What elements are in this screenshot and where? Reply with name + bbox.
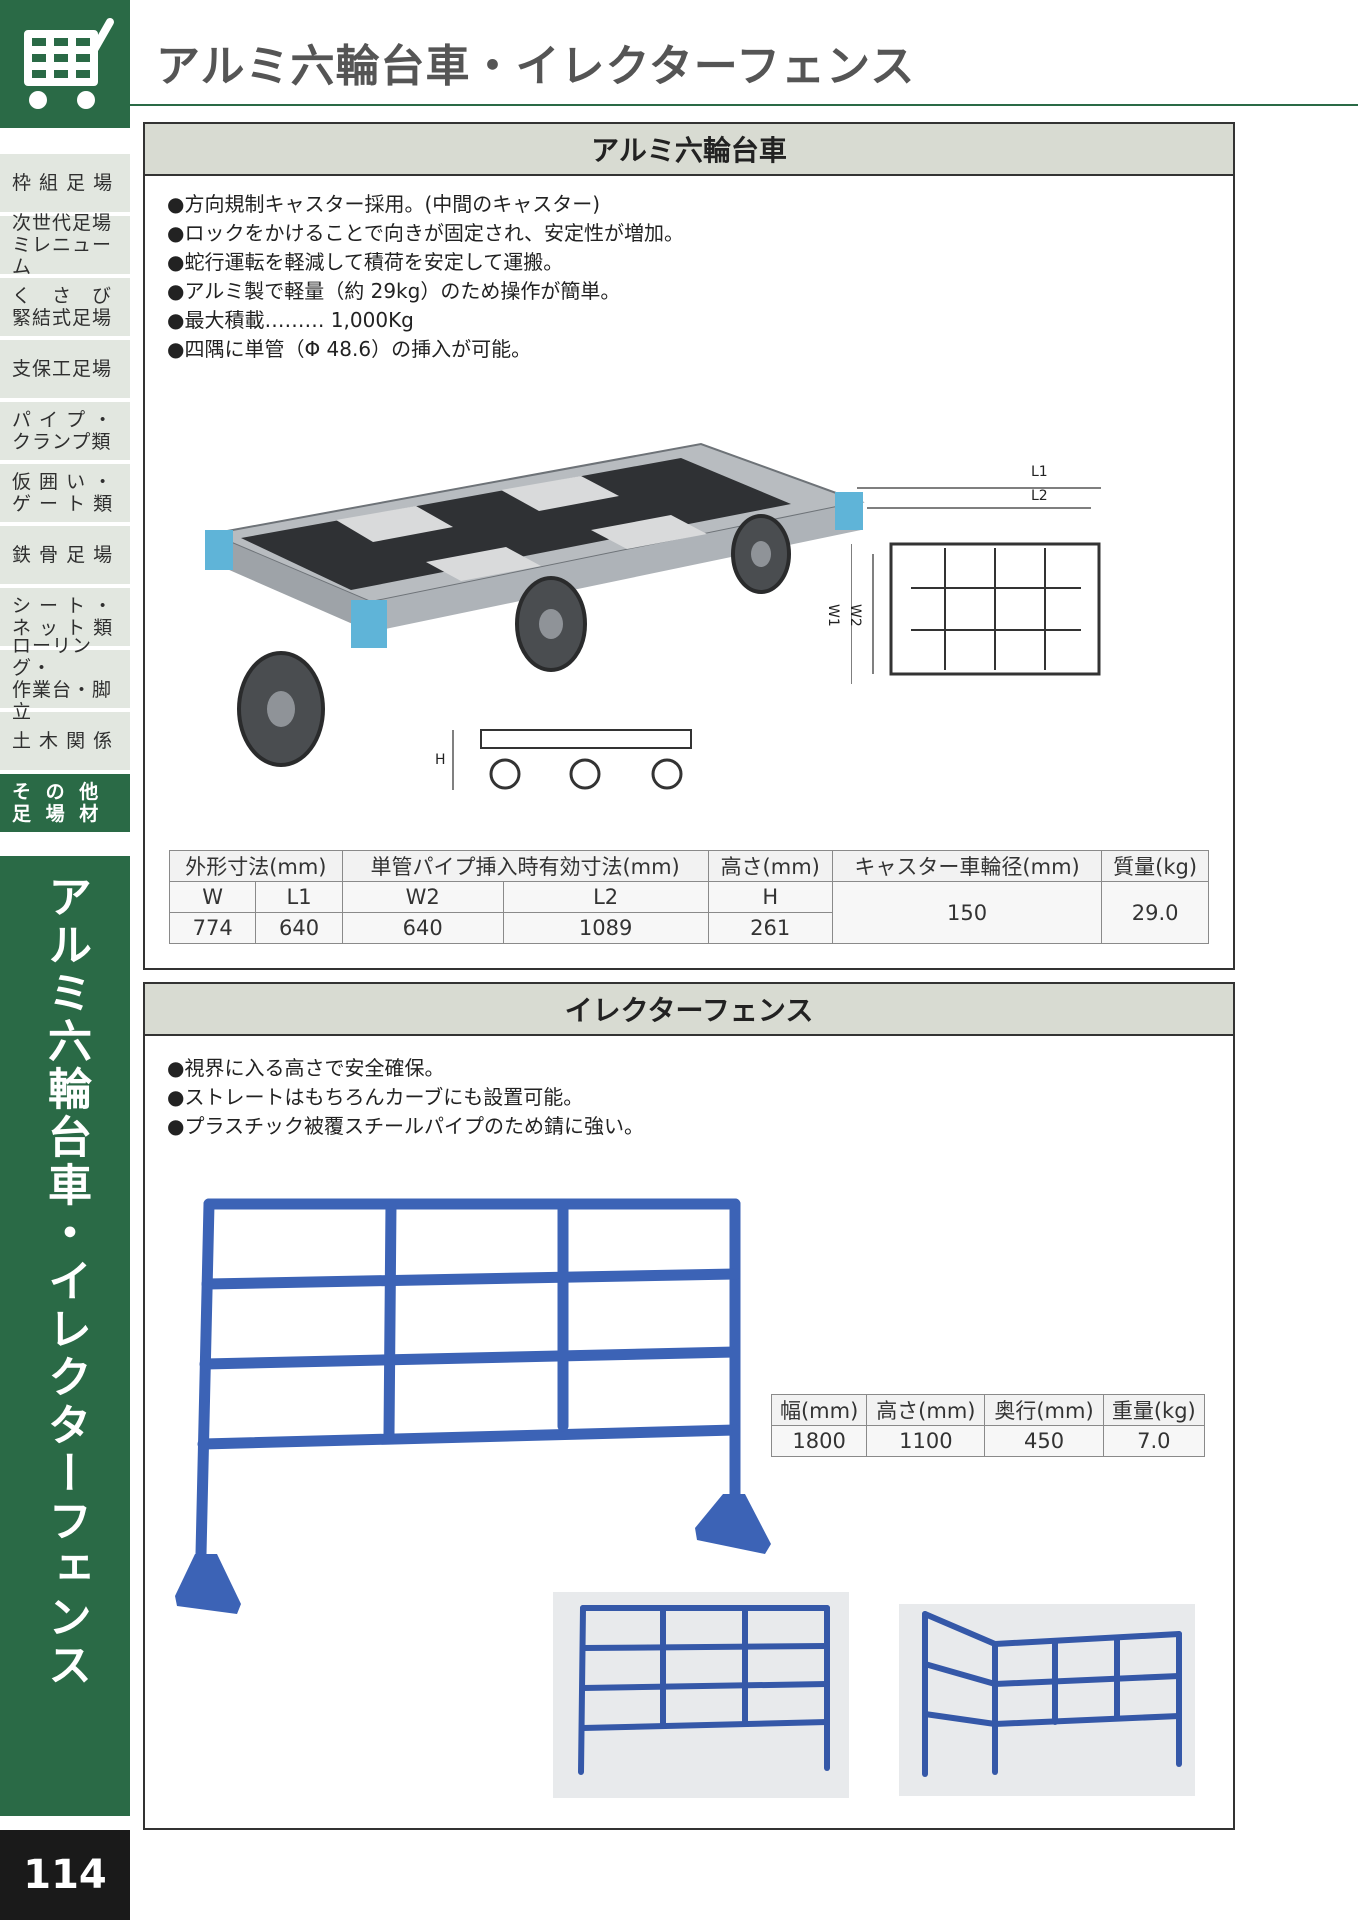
cart-feature: 蛇行運転を軽減して積荷を安定して運搬。 <box>167 248 684 277</box>
spec-subheader: W2 <box>341 881 504 913</box>
nav-item-steel-scaffold[interactable]: 鉄 骨 足 場 <box>0 526 130 584</box>
spec-subheader: W <box>168 881 257 913</box>
spec-header: 質量(kg) <box>1101 850 1209 882</box>
cart-feature: アルミ製で軽量（約 29kg）のため操作が簡単。 <box>167 277 684 306</box>
vertical-title: アルミ六輪台車・イレクターフェンス <box>40 874 91 1690</box>
cart-photo <box>205 442 865 767</box>
fence-section: イレクターフェンス 視界に入る高さで安全確保。 ストレートはもちろんカーブにも設… <box>143 982 1235 1830</box>
nav-item-pipe-clamp[interactable]: パ イ プ ・ クランプ類 <box>0 402 130 460</box>
spec-header: 高さ(mm) <box>866 1394 986 1426</box>
nav-item-other[interactable]: そ の 他 足 場 材 <box>0 774 130 832</box>
spec-value: 261 <box>707 912 833 944</box>
fence-photo-straight <box>578 1605 830 1775</box>
dim-label-l1: L1 <box>1031 464 1048 480</box>
spec-header: 高さ(mm) <box>707 850 833 882</box>
spec-mass-value: 29.0 <box>1101 881 1209 944</box>
dim-label-l2: L2 <box>1031 488 1048 504</box>
spec-header: 外形寸法(mm) <box>169 850 343 882</box>
nav-item-wedge-scaffold[interactable]: く さ び 緊結式足場 <box>0 278 130 336</box>
category-logo <box>0 0 130 128</box>
fence-feature-list: 視界に入る高さで安全確保。 ストレートはもちろんカーブにも設置可能。 プラスチッ… <box>167 1054 644 1141</box>
nav-item-sheet-net[interactable]: シ ー ト ・ ネ ッ ト 類 <box>0 588 130 646</box>
cart-feature: 方向規制キャスター採用。(中間のキャスター) <box>167 190 684 219</box>
spec-value: 640 <box>255 912 343 944</box>
category-nav: 枠 組 足 場 次世代足場 ミレニューム く さ び 緊結式足場 支保工足場 パ… <box>0 154 130 836</box>
fence-photo-straight-bg <box>553 1592 849 1798</box>
spec-value: 774 <box>168 912 257 944</box>
cart-spec-table: 外形寸法(mm) 単管パイプ挿入時有効寸法(mm) 高さ(mm) キャスター車輪… <box>168 850 1209 944</box>
fence-photo <box>175 1198 771 1614</box>
spec-subheader: L1 <box>255 881 343 913</box>
spec-value: 7.0 <box>1102 1425 1206 1457</box>
spec-value: 1100 <box>866 1425 986 1457</box>
vertical-title-band: アルミ六輪台車・イレクターフェンス <box>0 856 130 1816</box>
nav-item-millennium[interactable]: 次世代足場 ミレニューム <box>0 212 130 278</box>
dim-label-w2: W2 <box>847 604 863 627</box>
spec-value: 450 <box>984 1425 1104 1457</box>
fence-feature: ストレートはもちろんカーブにも設置可能。 <box>167 1083 644 1112</box>
nav-item-civil[interactable]: 土 木 関 係 <box>0 712 130 770</box>
spec-header: キャスター車輪径(mm) <box>831 850 1103 882</box>
page-number: 114 <box>0 1830 130 1920</box>
spec-subheader: L2 <box>502 881 709 913</box>
fence-heading: イレクターフェンス <box>145 984 1233 1036</box>
fence-photo-curve <box>922 1611 1182 1777</box>
spec-value: 1089 <box>502 912 709 944</box>
cart-heading: アルミ六輪台車 <box>145 124 1233 176</box>
spec-header: 単管パイプ挿入時有効寸法(mm) <box>341 850 709 882</box>
spec-subheader: H <box>707 881 833 913</box>
title-rule <box>130 104 1358 106</box>
cart-feature: 四隅に単管（Φ 48.6）の挿入が可能。 <box>167 335 684 364</box>
spec-header: 重量(kg) <box>1102 1394 1206 1426</box>
cart-icon <box>24 18 114 109</box>
nav-item-frame-scaffold[interactable]: 枠 組 足 場 <box>0 154 130 212</box>
spec-header: 奥行(mm) <box>984 1394 1104 1426</box>
page-title: アルミ六輪台車・イレクターフェンス <box>156 41 916 92</box>
cart-section: アルミ六輪台車 方向規制キャスター採用。(中間のキャスター) ロックをかけること… <box>143 122 1235 970</box>
cart-feature: 最大積載……… 1,000Kg <box>167 306 684 335</box>
dim-label-w1: W1 <box>825 604 841 627</box>
cart-side-drawing <box>452 729 692 790</box>
nav-item-rolling-ladder[interactable]: ローリング・ 作業台・脚立 <box>0 635 130 723</box>
nav-item-shoring[interactable]: 支保工足場 <box>0 340 130 398</box>
cart-top-drawing <box>851 487 1101 684</box>
cart-feature: ロックをかけることで向きが固定され、安定性が増加。 <box>167 219 684 248</box>
spec-value: 1800 <box>770 1425 868 1457</box>
cart-feature-list: 方向規制キャスター採用。(中間のキャスター) ロックをかけることで向きが固定され… <box>167 190 684 364</box>
spec-caster-value: 150 <box>831 881 1103 944</box>
fence-feature: プラスチック被覆スチールパイプのため錆に強い。 <box>167 1112 644 1141</box>
nav-item-fence-gate[interactable]: 仮 囲 い ・ ゲ ー ト 類 <box>0 464 130 522</box>
spec-value: 640 <box>341 912 504 944</box>
spec-header: 幅(mm) <box>770 1394 868 1426</box>
fence-spec-table: 幅(mm) 高さ(mm) 奥行(mm) 重量(kg) 1800 1100 450… <box>770 1394 1206 1457</box>
dim-label-h: H <box>435 752 446 768</box>
fence-feature: 視界に入る高さで安全確保。 <box>167 1054 644 1083</box>
